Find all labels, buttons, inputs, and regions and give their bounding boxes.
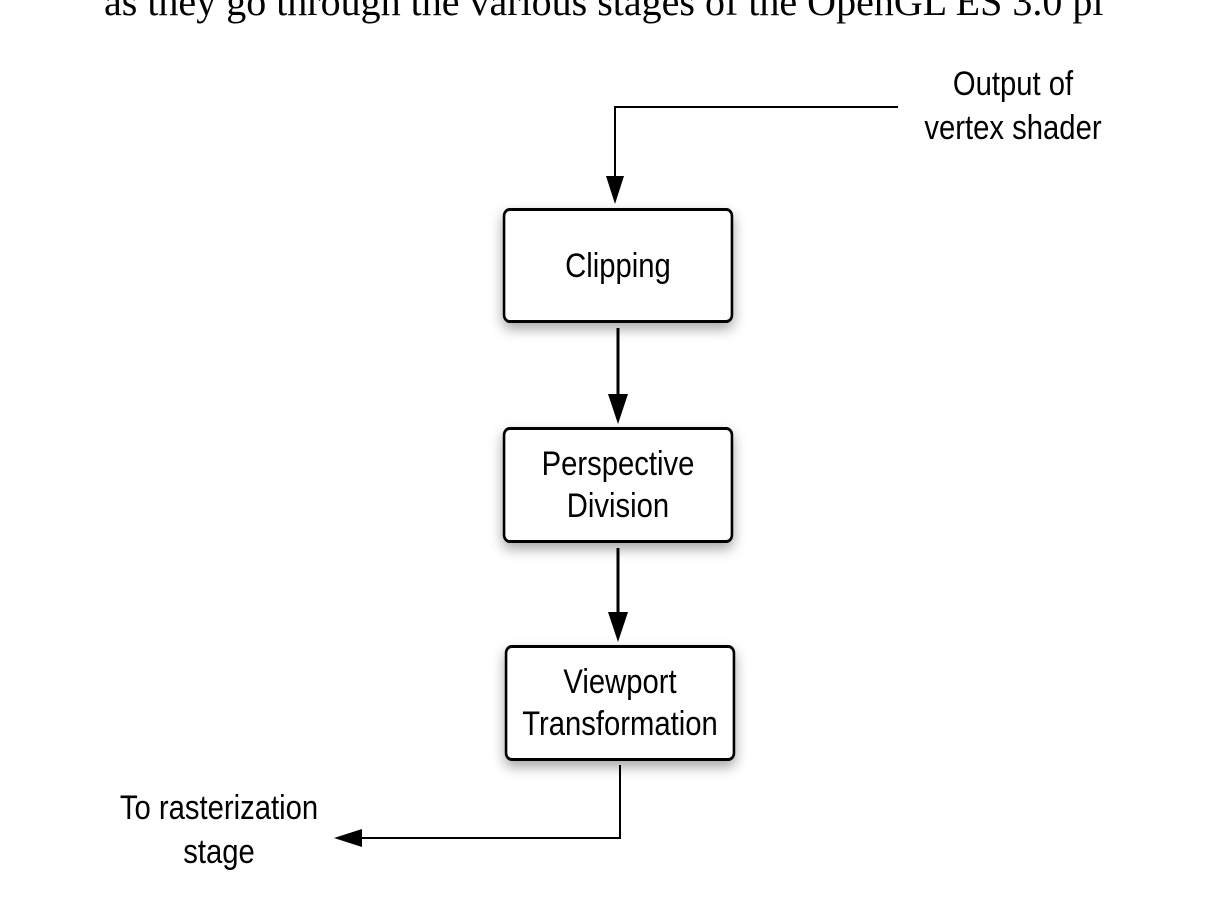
output-arrow xyxy=(360,765,621,839)
arrowhead-division-to-viewport xyxy=(608,612,628,642)
output-label-line-1: To rasterization xyxy=(119,789,319,827)
output-label-line-2: stage xyxy=(183,833,255,871)
input-label: Output of vertex shader xyxy=(906,62,1121,150)
input-arrow xyxy=(614,106,898,196)
input-label-line-1: Output of xyxy=(952,65,1074,103)
output-arrowhead xyxy=(334,829,362,847)
output-label: To rasterization stage xyxy=(103,786,335,874)
stage-viewport-transformation-label-line-2: Transformation xyxy=(522,705,718,743)
page-text-fragment: as they go through the various stages of… xyxy=(104,0,1104,24)
arrowhead-clipping-to-division xyxy=(608,394,628,424)
stage-viewport-transformation-label-line-1: Viewport xyxy=(563,663,677,701)
stage-clipping-box: Clipping xyxy=(502,208,734,323)
stage-perspective-division-label-line-2: Division xyxy=(566,487,670,525)
input-arrowhead xyxy=(606,176,624,204)
stage-clipping-label: Clipping xyxy=(565,246,671,285)
stage-perspective-division-label-line-1: Perspective xyxy=(541,445,695,483)
input-label-line-2: vertex shader xyxy=(924,109,1102,147)
stage-viewport-transformation-box: Viewport Transformation xyxy=(504,645,736,761)
stage-perspective-division-box: Perspective Division xyxy=(502,427,734,543)
